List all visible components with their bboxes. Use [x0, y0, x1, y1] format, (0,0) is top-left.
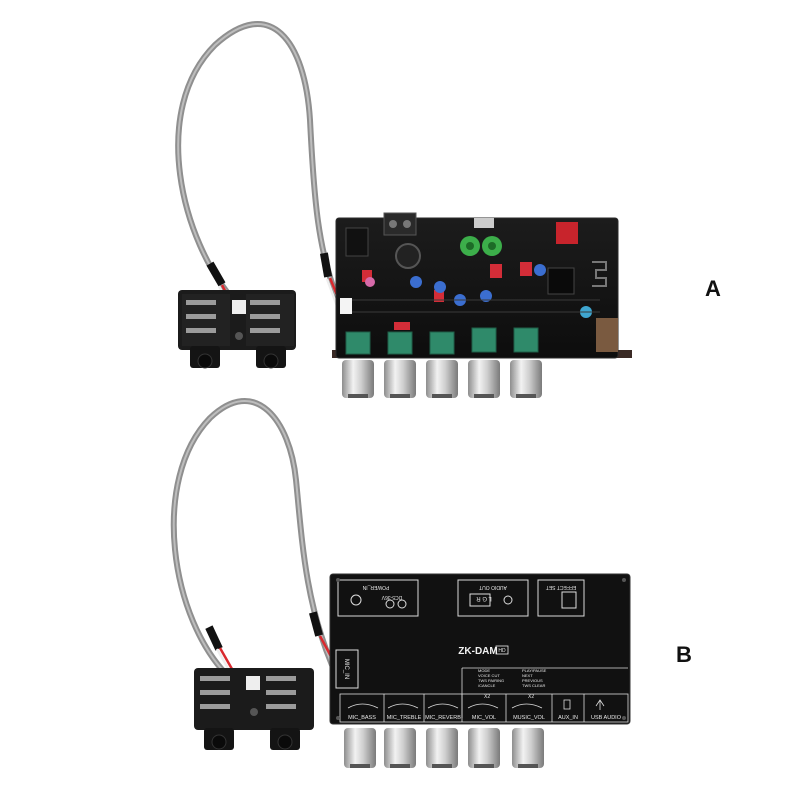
knob-b-4: [468, 728, 500, 768]
mode-label-3: /CANCLE: [478, 683, 496, 688]
mode-label-7: TWS CLEAR: [522, 683, 545, 688]
knobs-a: [342, 360, 542, 398]
cable-a: [175, 21, 341, 306]
audio-out-label: AUDIO OUT: [479, 584, 507, 590]
jack-module-a: [178, 290, 296, 369]
mode-label-0: MODE: [478, 668, 490, 673]
jack-module-b: [194, 668, 314, 750]
hd-badge: HD: [498, 648, 506, 654]
power-sub-label: DC5-36V: [381, 594, 402, 600]
mode-label-5: NEXT: [522, 673, 533, 678]
mode-label-1: VOICE CUT: [478, 673, 500, 678]
product-b: POWER_IN DC5-36V AUDIO OUT L G R EFFECT …: [170, 398, 631, 768]
knob-label-mic-vol: MIC_VOL: [472, 715, 496, 721]
pcb-board-a: [332, 212, 632, 359]
knob-label-mic-bass: MIC_BASS: [348, 715, 376, 721]
knob-a-5: [510, 360, 542, 398]
mode-label-4: PLAY/PAUSE: [522, 668, 547, 673]
knob-b-5: [512, 728, 544, 768]
product-a: [175, 21, 632, 398]
knob-b-2: [384, 728, 416, 768]
vol-mark-0: X2: [484, 694, 490, 700]
mode-label-2: TWS PAIRING: [478, 678, 504, 683]
effect-set-label: EFFECT SET: [546, 584, 576, 590]
knob-a-1: [342, 360, 374, 398]
knob-label-aux-in: AUX_IN: [558, 715, 578, 721]
label-a: A: [705, 276, 721, 301]
knob-a-3: [426, 360, 458, 398]
knobs-b: [344, 728, 544, 768]
enclosure-b: POWER_IN DC5-36V AUDIO OUT L G R EFFECT …: [329, 573, 631, 725]
vol-mark-1: X2: [528, 694, 534, 700]
mode-label-6: PREVIOUS: [522, 678, 543, 683]
power-in-label: POWER_IN: [362, 584, 389, 590]
audio-out-sub-label: L G R: [476, 595, 492, 601]
board-title: ZK-DAM: [458, 646, 497, 657]
knob-b-1: [344, 728, 376, 768]
knob-label-mic-treble: MIC_TREBLE: [387, 715, 422, 721]
knob-a-2: [384, 360, 416, 398]
label-b: B: [676, 642, 692, 667]
knob-b-3: [426, 728, 458, 768]
mic-in-label: MIC_IN: [343, 659, 349, 679]
mode-label-block: MODE VOICE CUT TWS PAIRING /CANCLE PLAY/…: [478, 668, 547, 688]
knob-label-usb-audio: USB AUDIO: [591, 715, 622, 721]
knob-label-mic-reverb: MIC_REVERB: [425, 715, 461, 721]
knob-a-4: [468, 360, 500, 398]
knob-label-music-vol: MUSIC_VOL: [513, 715, 545, 721]
cable-b: [170, 398, 335, 681]
